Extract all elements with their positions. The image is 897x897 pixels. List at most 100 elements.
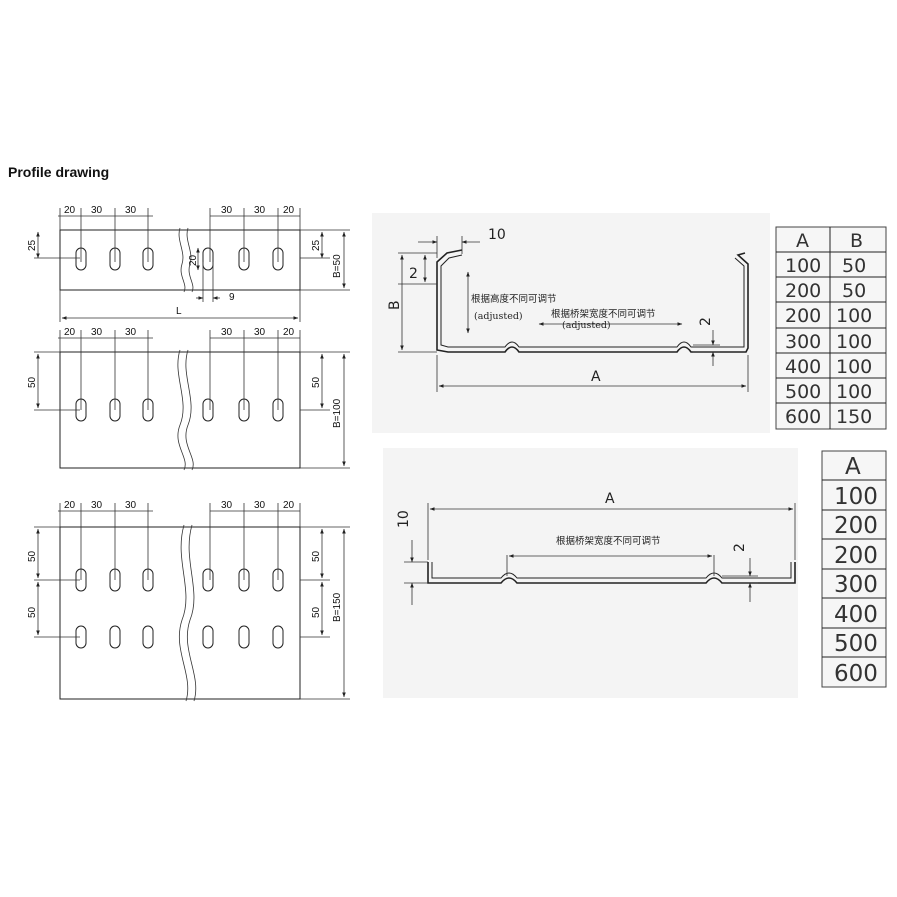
table-ab-cell: 50 <box>842 255 866 277</box>
c-profile-outer <box>436 249 749 353</box>
slot <box>202 247 214 271</box>
left-edge-25: 25 <box>27 239 38 251</box>
dim-30: 30 <box>125 327 137 338</box>
dim-30: 30 <box>91 327 103 338</box>
break-line <box>178 524 189 702</box>
tray-150-view: 20 30 30 30 30 20 50 50 50 50 B=150 <box>27 500 350 702</box>
slot-height-20: 20 <box>188 254 199 266</box>
table-ab-header-b: B <box>850 230 863 252</box>
slot <box>142 625 154 649</box>
flat-section-view: A 10 根据桥架宽度不同可调节 2 <box>383 448 798 698</box>
table-a-cell: 300 <box>834 572 878 598</box>
slot <box>272 625 284 649</box>
table-ab: A B 100 50 200 50 200 100 300 100 400 10… <box>775 226 887 430</box>
table-ab-cell: 100 <box>785 255 821 277</box>
slot <box>202 398 214 422</box>
dim-20: 20 <box>283 500 295 511</box>
note-width-adjust: 根据桥架宽度不同可调节 <box>556 535 661 547</box>
dim-20: 20 <box>64 500 76 511</box>
table-ab-cell: 600 <box>785 406 821 428</box>
note-width-adjust: 根据桥架宽度不同可调节 <box>551 308 656 320</box>
table-ab-cell: 50 <box>842 280 866 302</box>
dim-20: 20 <box>64 327 76 338</box>
dim-30: 30 <box>254 205 266 216</box>
left-edge-50: 50 <box>27 550 38 562</box>
table-ab-cell: 500 <box>785 381 821 403</box>
dim-30: 30 <box>221 500 233 511</box>
table-a-cell: 500 <box>834 631 878 657</box>
flat-profile-inner <box>431 562 792 579</box>
slot-offset-9: 9 <box>229 292 235 303</box>
dim-30: 30 <box>91 500 103 511</box>
tray-100-view: 20 30 30 30 30 20 50 50 B=100 <box>27 327 350 471</box>
c-section-view: 10 2 B 根据高度不同可调节 (adjusted) 根据桥架宽度不同可调节 … <box>372 213 770 433</box>
table-a: A 100 200 200 300 400 500 600 <box>821 450 887 688</box>
c-profile-inner <box>440 254 745 348</box>
rib-2: 2 <box>732 543 748 552</box>
height-b50-label: B=50 <box>332 254 343 278</box>
slot <box>202 568 214 592</box>
table-ab-cell: 100 <box>836 381 872 403</box>
dim-30: 30 <box>91 205 103 216</box>
return-2: 2 <box>409 266 418 282</box>
slot <box>238 625 250 649</box>
slot <box>109 625 121 649</box>
break-line <box>186 227 194 293</box>
height-b100-label: B=100 <box>332 398 343 428</box>
dim-30: 30 <box>125 205 137 216</box>
break-line <box>185 349 194 471</box>
side-b: B <box>387 300 403 310</box>
dim-30: 30 <box>221 205 233 216</box>
table-ab-cell: 400 <box>785 356 821 378</box>
table-a-cell: 100 <box>834 484 878 510</box>
right-edge-25: 25 <box>311 239 322 251</box>
table-ab-cell: 100 <box>836 331 872 353</box>
tray-100-outline <box>59 351 301 469</box>
table-a-cell: 600 <box>834 661 878 687</box>
dim-30: 30 <box>254 327 266 338</box>
flange-10: 10 <box>396 510 412 528</box>
dim-30: 30 <box>221 327 233 338</box>
slot <box>202 625 214 649</box>
page-title: Profile drawing <box>8 164 110 180</box>
table-ab-cell: 200 <box>785 280 821 302</box>
right-edge-50: 50 <box>311 606 322 618</box>
table-a-header: A <box>845 454 861 480</box>
tray-50-outline <box>59 229 301 291</box>
flat-profile-outer <box>427 562 796 584</box>
table-ab-header-a: A <box>796 230 809 252</box>
dim-30: 30 <box>254 500 266 511</box>
table-ab-cell: 150 <box>836 406 872 428</box>
break-line <box>186 524 197 702</box>
note-height-adjust-en: (adjusted) <box>474 311 523 322</box>
note-width-adjust-en: (adjusted) <box>562 320 611 331</box>
dim-30: 30 <box>125 500 137 511</box>
length-l-label: L <box>176 306 182 317</box>
left-edge-50: 50 <box>27 606 38 618</box>
rib-2: 2 <box>698 317 714 326</box>
right-edge-50: 50 <box>311 550 322 562</box>
break-line <box>177 349 186 471</box>
width-a: A <box>591 369 601 385</box>
table-ab-cell: 100 <box>836 356 872 378</box>
dim-20: 20 <box>283 327 295 338</box>
flat-section-panel <box>383 448 798 698</box>
table-a-cell: 400 <box>834 602 878 628</box>
lip-10: 10 <box>488 227 506 243</box>
break-line <box>178 227 186 293</box>
left-edge-50: 50 <box>27 376 38 388</box>
table-ab-cell: 200 <box>785 305 821 327</box>
table-a-cell: 200 <box>834 513 878 539</box>
width-a: A <box>605 491 615 507</box>
tray-150-outline <box>59 526 301 700</box>
table-ab-cell: 100 <box>836 305 872 327</box>
right-edge-50: 50 <box>311 376 322 388</box>
note-height-adjust: 根据高度不同可调节 <box>471 293 557 305</box>
table-ab-cell: 300 <box>785 331 821 353</box>
table-a-cell: 200 <box>834 543 878 569</box>
tray-50-view: 20 30 30 30 30 20 25 20 9 25 B=50 L <box>27 205 350 322</box>
dim-20: 20 <box>64 205 76 216</box>
height-b150-label: B=150 <box>332 592 343 622</box>
dim-20: 20 <box>283 205 295 216</box>
